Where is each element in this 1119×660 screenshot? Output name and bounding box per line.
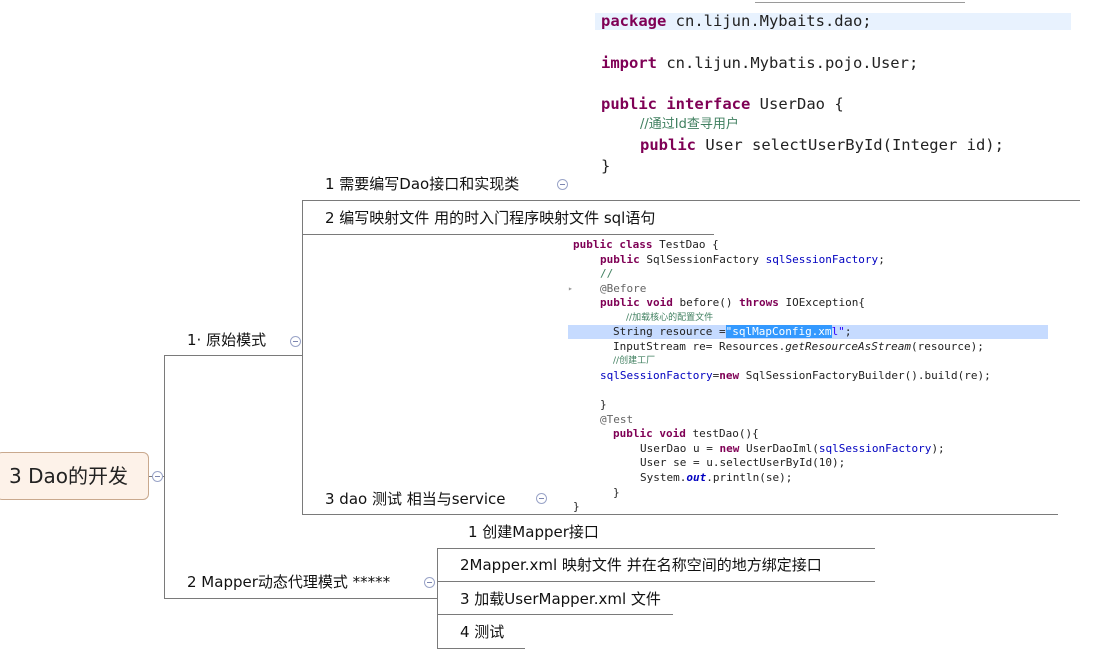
code2-line-3: // [600,267,614,280]
type-name: SqlSessionFactory [639,253,766,266]
system-ref: System. [640,471,687,484]
current-line-highlight [595,13,1071,30]
import-name: cn.lijun.Mybatis.pojo.User; [657,54,919,72]
child-load-mapper[interactable]: 3 加载UserMapper.xml 文件 [460,590,661,608]
userdao-decl: UserDao u = [640,442,720,455]
string-tail: l" [831,325,845,338]
code2-line-2: public SqlSessionFactory sqlSessionFacto… [600,253,885,268]
code2-line-9: //创建工厂 [613,356,656,366]
string-decl: String resource = [613,325,726,338]
child-dao-interface[interactable]: 1 需要编写Dao接口和实现类 [325,175,520,193]
keyword-import: import [601,54,657,72]
child-mapper-xml[interactable]: 2Mapper.xml 映射文件 并在名称空间的地方绑定接口 [460,556,822,574]
method-testdao: testDao(){ [685,427,759,440]
branch-2-underline [164,598,437,599]
connector-branch1-children [302,200,303,515]
code2-line-15: User se = u.selectUserById(10); [640,456,846,469]
code2-line-10: sqlSessionFactory=new SqlSessionFactoryB… [600,369,991,384]
code2-line-8: InputStream re= Resources.getResourceAsS… [613,340,984,355]
code2-line-4: @Before [600,282,647,295]
static-method: getResourceAsStream [785,340,912,353]
code-window-edge [755,0,965,3]
code2-line-6: //加载核心的配置文件 [626,313,714,323]
connector-root-branches [164,355,165,598]
method-signature: User selectUserById(Integer id); [696,136,1004,154]
builder-call: SqlSessionFactoryBuilder().build(re); [739,369,991,382]
method-before: before() [672,296,740,309]
keyword-package: package [601,12,667,30]
testdao-code-image: public class TestDao { public SqlSession… [568,236,1058,514]
impl-class: UserDaoIml( [739,442,819,455]
code2-line-13: public void testDao(){ [613,427,759,442]
code2-line-14: UserDao u = new UserDaoIml(sqlSessionFac… [640,442,945,457]
kw-public: public [600,253,640,266]
keyword-public-method: public [640,136,696,154]
child-1-2-frame-top [302,200,1080,201]
connector-branch2-children [437,548,438,648]
semicolon: ; [878,253,885,266]
child-1-3-collapse-icon[interactable] [536,493,547,504]
branch-original-mode[interactable]: 1· 原始模式 [187,331,267,349]
code-line-import: import cn.lijun.Mybatis.pojo.User; [601,53,918,74]
branch-1-underline [164,355,302,356]
call-end: ); [931,442,945,455]
field-name: sqlSessionFactory [765,253,879,266]
code2-line-16: System.out.println(se); [640,471,792,486]
child-mapping-file[interactable]: 2 编写映射文件 用的时入门程序映射文件 sql语句 [325,209,656,227]
code-gutter [585,8,595,193]
inputstream-decl: InputStream re= Resources. [613,340,786,353]
child-2-2-frame-top [437,548,875,549]
kw-public-void: public void [600,296,673,309]
exception-name: IOException{ [778,296,865,309]
keyword-interface: interface [666,95,751,113]
child-1-2-underline [302,234,714,235]
kw-public-class: public class [573,238,653,251]
branch-1-collapse-icon[interactable] [290,336,301,347]
code-line-close: } [601,157,611,175]
child-1-3-underline [302,514,1058,515]
field-ref: sqlSessionFactory [600,369,713,382]
code2-line-5: public void before() throws IOException{ [600,296,865,311]
root-collapse-icon[interactable] [152,471,163,482]
call-args: (resource); [911,340,984,353]
code-line-package: package cn.lijun.Mybaits.dao; [601,11,872,32]
semicolon-2: ; [844,325,852,338]
code2-line-18: } [573,500,580,513]
interface-name: UserDao { [750,95,844,113]
kw-new-2: new [719,442,740,455]
child-2-3-underline [437,614,673,615]
branch-mapper-proxy[interactable]: 2 Mapper动态代理模式 ***** [187,573,391,591]
root-topic[interactable]: 3 Dao的开发 [0,452,149,500]
child-test[interactable]: 4 测试 [460,623,505,641]
class-name: TestDao { [652,238,719,251]
code-line-interface: public interface UserDao { [601,94,844,115]
branch-2-collapse-icon[interactable] [424,577,435,588]
code2-line-7: String resource ="sqlMapConfig.xml"; [613,325,851,340]
child-create-mapper[interactable]: 1 创建Mapper接口 [468,523,599,541]
package-name: cn.lijun.Mybaits.dao; [666,12,872,30]
code2-line-11: } [600,398,607,411]
code-line-comment: //通过Id查寻用户 [640,117,739,132]
kw-public-void-2: public void [613,427,686,440]
child-dao-test[interactable]: 3 dao 测试 相当与service [325,490,506,508]
userdao-code-image: package cn.lijun.Mybaits.dao; import cn.… [585,2,1071,193]
code2-line-1: public class TestDao { [573,238,719,253]
code2-line-12: @Test [600,413,634,426]
field-arg: sqlSessionFactory [818,442,932,455]
println-call: .println(se); [706,471,793,484]
fold-marker-icon: ▸ [568,284,573,293]
kw-new: new [719,369,740,382]
code-line-method: public User selectUserById(Integer id); [640,135,1004,156]
kw-throws: throws [739,296,779,309]
code2-line-17: } [613,486,620,499]
out-field: out [686,471,707,484]
child-2-4-underline [437,648,525,649]
child-2-2-underline [437,581,875,582]
child-1-1-collapse-icon[interactable] [557,179,568,190]
keyword-public: public [601,95,657,113]
selected-text: "sqlMapConfig.xm [725,325,832,338]
assign-op: = [712,369,720,382]
